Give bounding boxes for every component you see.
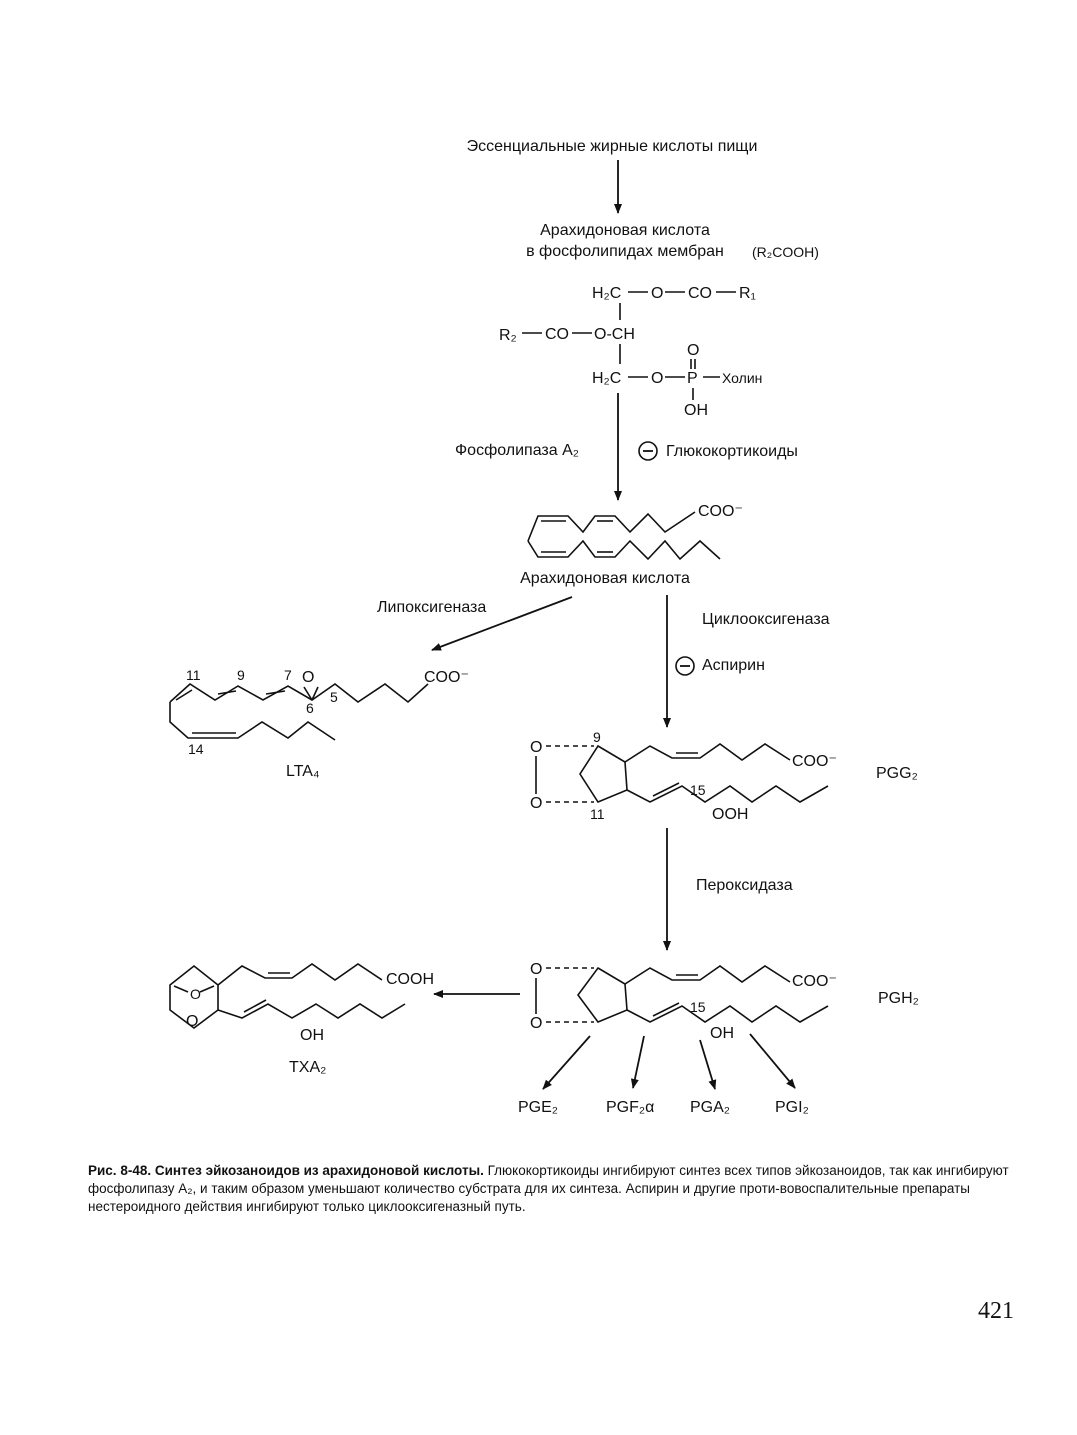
- arachidonic-acid-structure: COO⁻: [527, 503, 743, 561]
- chem-pgh2-o2: O: [530, 1015, 542, 1032]
- label-pgg2: PGG₂: [876, 765, 918, 782]
- label-lipoxygenase: Липоксигеназа: [377, 599, 486, 616]
- chem-h2c-bottom: H₂C: [592, 370, 621, 387]
- chem-co-mid: CO: [545, 326, 569, 343]
- chem-ooh: OOH: [712, 806, 748, 823]
- label-cyclooxygenase: Циклооксигеназа: [702, 611, 830, 628]
- label-phospholipase: Фосфолипаза A₂: [455, 442, 579, 459]
- arrow-icon: [542, 1035, 591, 1090]
- phospholipid-structure: H₂C O CO R₁ R₂ CO O-CH H₂C O P O Холин O…: [499, 285, 762, 419]
- arrow-icon: [749, 1033, 796, 1089]
- label-peroxidase: Пероксидаза: [696, 877, 793, 894]
- chem-lta4-9: 9: [237, 667, 245, 683]
- caption-title: Рис. 8-48. Синтез эйкозаноидов из арахид…: [88, 1163, 484, 1178]
- label-pga2: PGA₂: [690, 1099, 730, 1116]
- chem-pgg2-o2: O: [530, 795, 542, 812]
- chem-o-bottom: O: [651, 370, 663, 387]
- chem-coo-lta4: COO⁻: [424, 669, 469, 686]
- arrow-icon: [699, 1039, 717, 1090]
- chem-lta4-7: 7: [284, 667, 292, 683]
- label-aspirin: Аспирин: [702, 657, 765, 674]
- figure-caption: Рис. 8-48. Синтез эйкозаноидов из арахид…: [88, 1162, 1018, 1215]
- eicosanoid-synthesis-diagram: Эссенциальные жирные кислоты пищи Арахид…: [169, 138, 919, 1116]
- label-source: Эссенциальные жирные кислоты пищи: [467, 138, 758, 155]
- label-pgf2a: PGF₂α: [606, 1099, 654, 1116]
- chem-lta4-5: 5: [330, 689, 338, 705]
- pgh2-structure: O O COO⁻ 15 OH: [530, 961, 837, 1042]
- chem-choline: Холин: [722, 370, 762, 386]
- page-number: 421: [978, 1298, 1014, 1324]
- minus-circle-icon: [675, 656, 695, 676]
- label-r2cooh: (R₂COOH): [752, 244, 819, 260]
- chem-coo-pgg2: COO⁻: [792, 753, 837, 770]
- pgg2-structure: O O 9 11 COO⁻ 15 OOH: [530, 729, 837, 823]
- txa2-structure: O O COOH OH: [169, 963, 434, 1044]
- chem-och: O-CH: [594, 326, 635, 343]
- lta4-structure: 11 9 7 O 6 5 COO⁻ 14: [169, 667, 469, 757]
- chem-txa2-oh: OH: [300, 1027, 324, 1044]
- label-arachidonic-acid: Арахидоновая кислота: [520, 570, 690, 587]
- chem-txa2-bridge-o: O: [190, 986, 201, 1002]
- chem-lta4-6: 6: [306, 700, 314, 716]
- label-pgh2: PGH₂: [878, 990, 919, 1007]
- chem-p: P: [687, 370, 698, 387]
- label-arach-membrane-1: Арахидоновая кислота: [540, 222, 710, 239]
- chem-pgh2-o1: O: [530, 961, 542, 978]
- chem-pgg2-11: 11: [590, 806, 605, 822]
- caption-body: Глюкокортикоиды ингибируют синтез всех т…: [88, 1163, 1009, 1214]
- chem-o-phosphate: O: [687, 342, 699, 359]
- chem-pgg2-9: 9: [593, 729, 601, 745]
- chem-pgh2-15: 15: [690, 999, 706, 1015]
- chem-pgg2-15: 15: [690, 782, 706, 798]
- chem-r1: R₁: [739, 285, 756, 302]
- chem-o-top: O: [651, 285, 663, 302]
- arrow-icon: [630, 1035, 645, 1089]
- label-pgi2: PGI₂: [775, 1099, 809, 1116]
- label-arach-membrane-2: в фосфолипидах мембран: [526, 243, 724, 260]
- chem-co-top: CO: [688, 285, 712, 302]
- chem-h2c-top: H₂C: [592, 285, 621, 302]
- label-pge2: PGE₂: [518, 1099, 558, 1116]
- minus-circle-icon: [638, 441, 658, 461]
- chem-coo-pgh2: COO⁻: [792, 973, 837, 990]
- label-lta4: LTA₄: [286, 763, 320, 780]
- arrow-icon: [431, 596, 573, 651]
- chem-txa2-ring-o: O: [186, 1013, 198, 1030]
- chem-lta4-epoxide-o: O: [302, 669, 314, 686]
- chem-lta4-11: 11: [186, 667, 201, 683]
- label-glucocorticoids: Глюкокортикоиды: [666, 443, 798, 460]
- label-txa2: TXA₂: [289, 1059, 326, 1076]
- chem-oh-phosphate: OH: [684, 402, 708, 419]
- chem-pgh2-oh: OH: [710, 1025, 734, 1042]
- chem-pgg2-o1: O: [530, 739, 542, 756]
- chem-r2: R₂: [499, 327, 517, 344]
- chem-cooh: COOH: [386, 971, 434, 988]
- chem-coo-arach: COO⁻: [698, 503, 743, 520]
- chem-lta4-14: 14: [188, 741, 204, 757]
